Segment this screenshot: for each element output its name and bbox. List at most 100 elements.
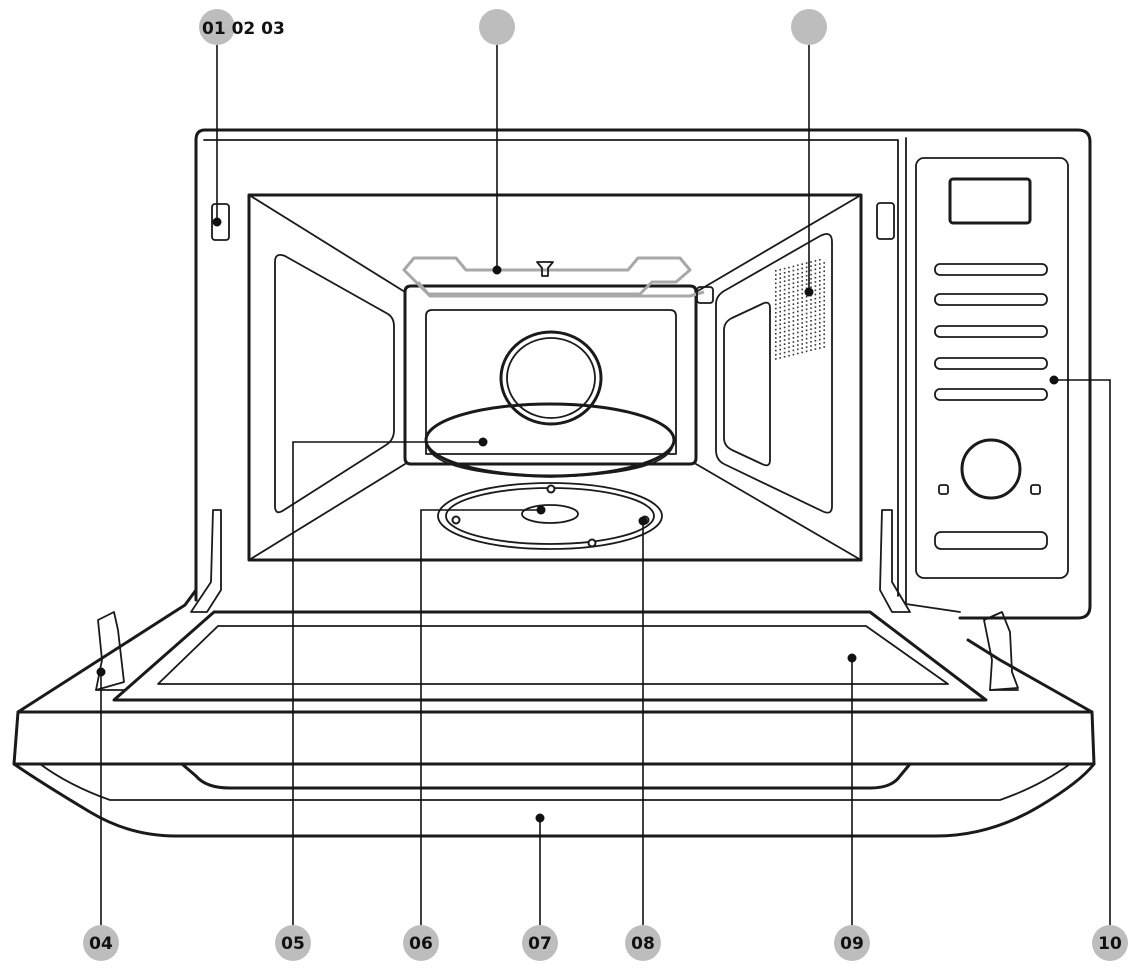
vent-hole bbox=[788, 270, 790, 273]
vent-hole bbox=[801, 305, 803, 307]
vent-hole bbox=[805, 266, 808, 269]
vent-hole bbox=[792, 324, 795, 326]
small-button-left[interactable] bbox=[938, 484, 949, 495]
vent-hole bbox=[819, 338, 821, 341]
small-button-right[interactable] bbox=[1030, 484, 1041, 495]
vent-hole bbox=[805, 337, 808, 340]
dial-knob[interactable] bbox=[960, 438, 1022, 500]
vent-hole bbox=[805, 346, 808, 348]
vent-hole bbox=[801, 280, 803, 282]
vent-hole bbox=[801, 271, 803, 274]
vent-hole bbox=[779, 327, 781, 330]
vent-hole bbox=[819, 263, 821, 265]
vent-hole bbox=[797, 348, 799, 351]
vent-hole bbox=[810, 332, 812, 335]
vent-hole bbox=[788, 342, 790, 344]
vent-hole bbox=[801, 313, 803, 316]
vent-hole bbox=[797, 327, 799, 330]
vent-hole bbox=[823, 270, 825, 273]
vent-hole bbox=[823, 295, 825, 298]
vent-hole bbox=[775, 316, 777, 318]
vent-hole bbox=[783, 280, 786, 282]
vent-hole bbox=[797, 306, 799, 309]
vent-hole bbox=[783, 330, 786, 333]
vent-hole bbox=[797, 302, 799, 304]
vent-hole bbox=[814, 314, 817, 317]
vent-hole bbox=[823, 320, 825, 323]
vent-hole bbox=[775, 341, 777, 343]
vent-hole bbox=[792, 278, 795, 280]
vent-hole bbox=[819, 271, 821, 274]
vent-hole bbox=[823, 299, 825, 302]
vent-hole bbox=[775, 282, 777, 285]
vent-hole bbox=[819, 296, 821, 299]
panel-button-3[interactable] bbox=[934, 325, 1048, 338]
vent-hole bbox=[788, 346, 790, 349]
top-callouts: 01 02 03 bbox=[199, 9, 827, 45]
vent-hole bbox=[775, 345, 777, 348]
display-window bbox=[948, 177, 1032, 225]
vent-hole bbox=[801, 288, 803, 291]
vent-hole bbox=[792, 265, 795, 268]
callout-06: 06 bbox=[403, 925, 439, 961]
vent-hole bbox=[819, 347, 821, 349]
vent-hole bbox=[783, 309, 786, 312]
vent-hole bbox=[823, 316, 825, 319]
latch-hole-right bbox=[876, 202, 895, 240]
svg-text:04: 04 bbox=[89, 934, 113, 954]
vent-hole bbox=[819, 259, 821, 261]
vent-hole bbox=[801, 326, 803, 328]
vent-hole bbox=[814, 344, 817, 346]
vent-hole bbox=[783, 288, 786, 291]
vent-hole bbox=[805, 308, 808, 311]
vent-hole bbox=[819, 267, 821, 269]
vent-hole bbox=[797, 298, 799, 300]
vent-hole bbox=[779, 285, 781, 288]
svg-text:07: 07 bbox=[528, 934, 552, 954]
vent-hole bbox=[797, 352, 799, 355]
vent-hole bbox=[792, 307, 795, 310]
leader-05 bbox=[292, 441, 483, 925]
vent-hole bbox=[810, 320, 812, 322]
vent-hole bbox=[814, 323, 817, 325]
vent-hole bbox=[810, 269, 812, 272]
panel-button-1[interactable] bbox=[934, 263, 1048, 276]
vent-hole bbox=[801, 318, 803, 320]
vent-hole bbox=[814, 306, 817, 308]
vent-hole bbox=[779, 273, 781, 275]
vent-hole bbox=[823, 291, 825, 294]
vent-hole bbox=[814, 297, 817, 300]
panel-button-2[interactable] bbox=[934, 293, 1048, 306]
vent-hole bbox=[783, 356, 786, 358]
vent-hole bbox=[775, 328, 777, 331]
callout-05: 05 bbox=[275, 925, 311, 961]
callout-04: 04 bbox=[83, 925, 119, 961]
vent-hole bbox=[797, 331, 799, 334]
vent-hole bbox=[805, 270, 808, 273]
callout-badge-02 bbox=[479, 9, 515, 45]
vent-hole bbox=[797, 268, 799, 271]
vent-hole bbox=[823, 274, 825, 277]
vent-hole bbox=[823, 312, 825, 315]
vent-hole bbox=[819, 334, 821, 337]
vent-hole bbox=[775, 333, 777, 335]
vent-hole bbox=[792, 345, 795, 347]
vent-hole bbox=[775, 324, 777, 327]
glass-tray bbox=[424, 402, 676, 478]
vent-hole bbox=[779, 319, 781, 321]
vent-hole bbox=[783, 343, 786, 345]
vent-hole bbox=[788, 321, 790, 323]
vent-hole bbox=[814, 289, 817, 292]
vent-hole bbox=[814, 310, 817, 313]
vent-hole bbox=[779, 302, 781, 305]
vent-hole bbox=[779, 294, 781, 296]
panel-button-4[interactable] bbox=[934, 357, 1048, 370]
bottom-callouts: 04 05 06 07 08 09 10 bbox=[83, 925, 1128, 961]
start-button[interactable] bbox=[934, 531, 1048, 550]
panel-button-5[interactable] bbox=[934, 388, 1048, 401]
vent-hole bbox=[823, 346, 825, 348]
vent-hole bbox=[805, 279, 808, 281]
vent-hole bbox=[805, 316, 808, 319]
vent-hole bbox=[823, 283, 825, 285]
